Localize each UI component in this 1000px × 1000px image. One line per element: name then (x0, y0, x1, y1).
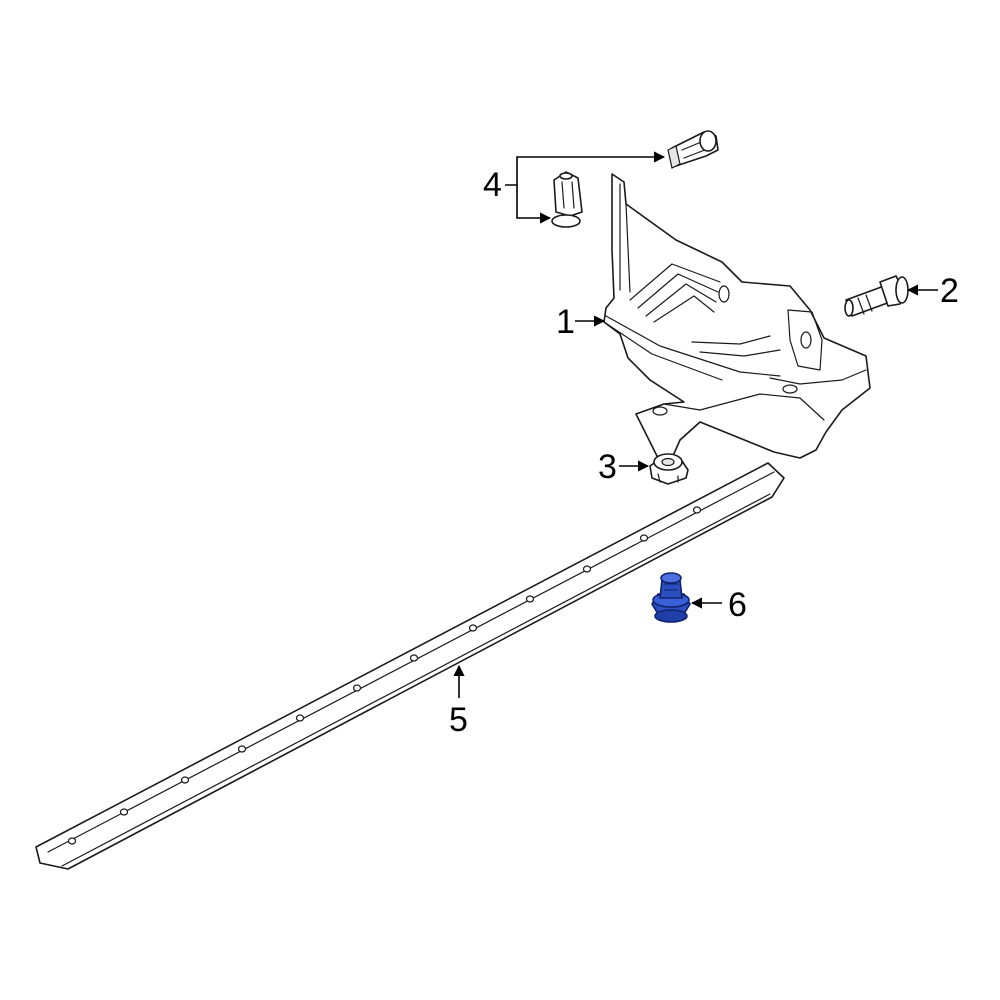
callout-3-label: 3 (598, 448, 617, 486)
part-6-bolt-highlighted[interactable] (651, 572, 691, 623)
callout-5: 5 (449, 664, 468, 739)
callout-1-label: 1 (556, 303, 575, 341)
part-4-pin-lower[interactable] (551, 171, 583, 228)
part-1-bracket[interactable] (603, 173, 871, 463)
part-3-nut[interactable] (649, 453, 689, 485)
callout-4-label: 4 (483, 166, 502, 204)
callout-6-label: 6 (728, 586, 747, 624)
callout-3: 3 (598, 448, 650, 486)
callout-1: 1 (556, 303, 606, 341)
callout-6: 6 (690, 586, 747, 624)
strip-holes (67, 506, 702, 845)
callout-2-label: 2 (940, 272, 959, 310)
part-4-pin-upper[interactable] (667, 130, 719, 169)
callout-4: 4 (483, 151, 666, 224)
callout-2: 2 (906, 272, 959, 310)
part-5-rocker-strip[interactable] (35, 462, 785, 870)
callout-5-label: 5 (449, 701, 468, 739)
part-2-bolt[interactable] (844, 275, 909, 317)
